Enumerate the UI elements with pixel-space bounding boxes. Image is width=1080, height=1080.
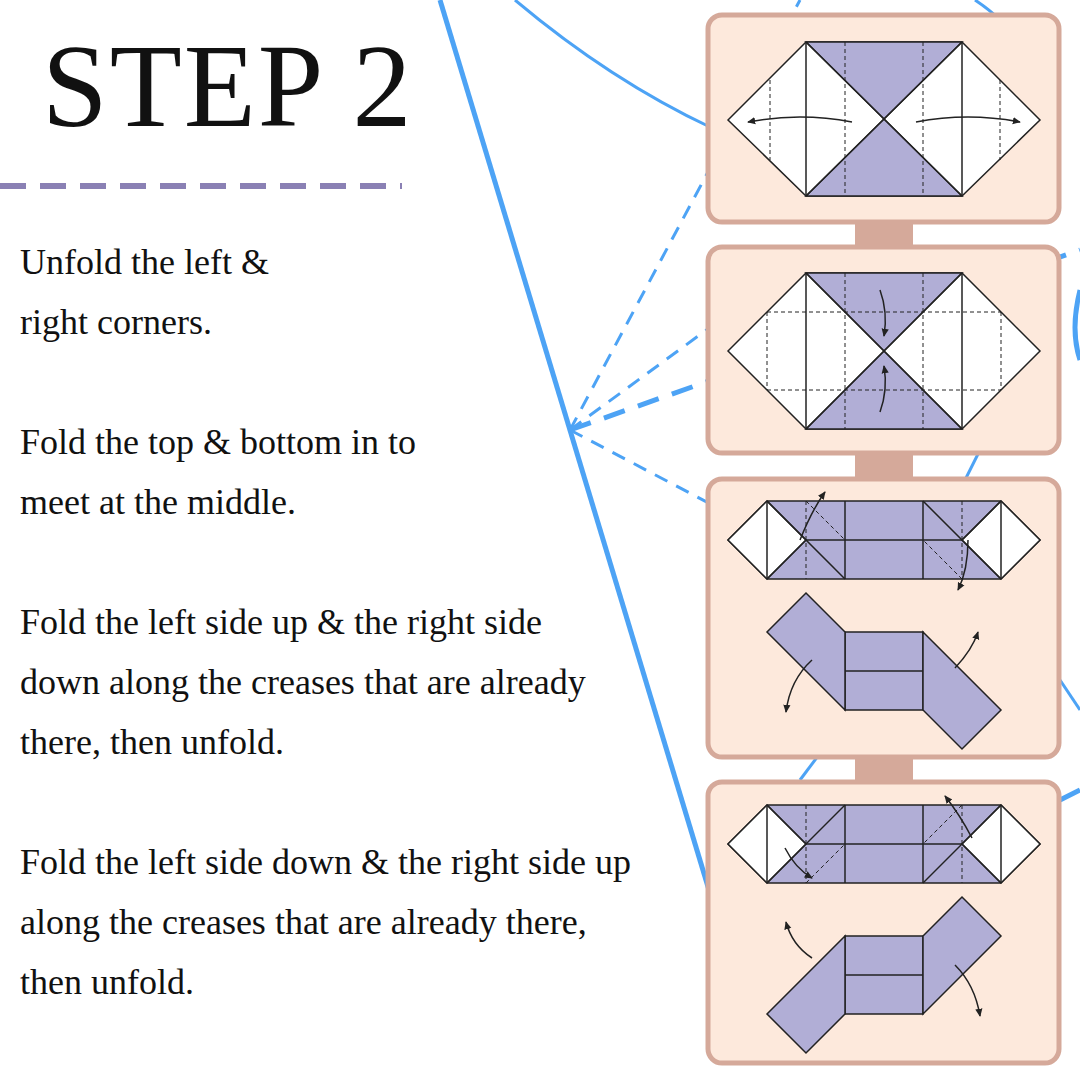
- title-divider: [0, 183, 402, 189]
- fold-figure-3: [728, 492, 1040, 749]
- fold-figure-2: [728, 273, 1040, 429]
- instruction-text: Fold the top & bottom in to meet at the …: [20, 412, 460, 532]
- fold-figure-4: [728, 796, 1040, 1053]
- instruction-text: Fold the left side down & the right side…: [20, 832, 640, 1012]
- fold-figure-1: [728, 42, 1040, 196]
- instruction-text: Unfold the left & right corners.: [20, 232, 340, 352]
- decor-lines: [440, 0, 1080, 900]
- instruction-text: Fold the left side up & the right side d…: [20, 592, 620, 772]
- step-title: STEP 2: [42, 22, 414, 152]
- panels: [708, 15, 1059, 1063]
